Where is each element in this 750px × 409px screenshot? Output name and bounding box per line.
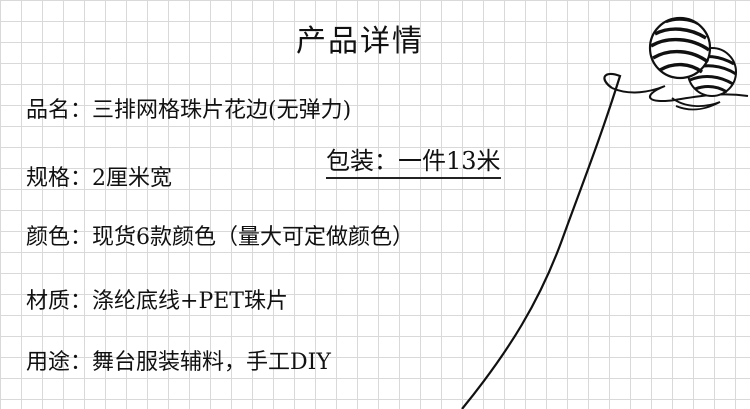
page-title: 产品详情 [296,24,424,59]
detail-row-usage: 用途：舞台服装辅料，手工DIY [26,344,331,376]
detail-value: 涤纶底线+PET珠片 [92,289,288,314]
detail-value: 现货6款颜色（量大可定做颜色） [92,225,415,250]
thread-line [461,72,622,409]
detail-value: 2厘米宽 [92,166,173,191]
detail-label: 品名： [26,98,93,123]
detail-value: 舞台服装辅料，手工DIY [92,350,331,375]
thread-loops [611,85,749,102]
detail-row-color: 颜色：现货6款颜色（量大可定做颜色） [26,219,414,251]
detail-label: 规格： [26,166,93,191]
detail-label: 材质： [26,289,93,314]
detail-row-material: 材质：涤纶底线+PET珠片 [26,283,288,315]
detail-value: 三排网格珠片花边(无弹力) [92,98,352,123]
detail-row-name: 品名：三排网格珠片花边(无弹力) [26,92,351,124]
packing-info: 包装：一件13米 [326,147,501,179]
detail-label: 用途： [26,350,93,375]
detail-label: 颜色： [26,225,93,250]
detail-row-spec: 规格：2厘米宽 [26,160,172,192]
thread-swirl [671,97,721,111]
